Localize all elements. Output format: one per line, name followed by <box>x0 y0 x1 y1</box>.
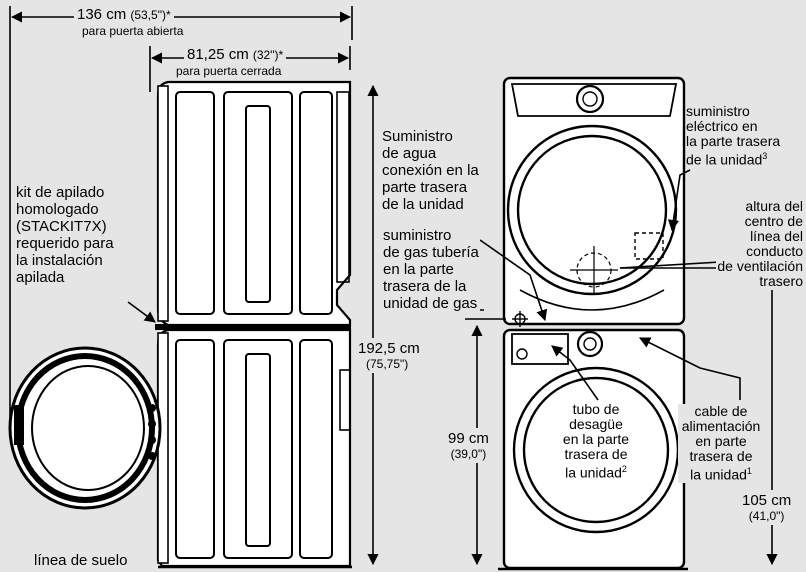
height-99-cm: 99 cm <box>448 430 489 447</box>
dryer-side-view <box>156 80 352 327</box>
total-height-label: 192,5 cm (75,75") <box>356 338 422 373</box>
water-supply-label: Suministro de agua conexión en la parte … <box>382 128 479 213</box>
drain-pointer <box>551 345 599 401</box>
closed-door-in: (32")* <box>252 48 284 62</box>
open-door-in: (53,5")* <box>130 8 171 22</box>
dryer-front-view <box>502 76 686 326</box>
stack-kit-label: kit de apilado homologado (STACKIT7X) re… <box>14 182 116 288</box>
electric-supply-label: suministro eléctrico en la parte trasera… <box>686 103 781 168</box>
height-105-cm: 105 cm <box>742 492 792 509</box>
total-height-cm: 192,5 cm <box>358 340 420 357</box>
closed-door-dimension: 81,25 cm (32")* <box>184 46 287 63</box>
gas-supply-label: suministro de gas tubería en la parte tr… <box>382 226 480 313</box>
electric-pointer <box>667 169 691 232</box>
open-door-caption: para puerta abierta <box>82 24 184 38</box>
gas-crosshair <box>465 311 528 327</box>
water-pointer <box>479 239 548 322</box>
height-105-label: 105 cm (41,0") <box>740 490 794 525</box>
closed-door-caption: para puerta cerrada <box>176 64 282 78</box>
open-door-dimension: 136 cm (53,5")* <box>74 6 174 23</box>
open-door-cm: 136 cm <box>77 6 127 23</box>
floor-line-label: línea de suelo <box>34 552 128 569</box>
dimension-open-door <box>9 6 353 420</box>
height-105-in: (41,0") <box>748 509 785 523</box>
stack-kit-bracket <box>155 324 351 330</box>
drain-hose-label: tubo de desagüe en la parte trasera de l… <box>562 401 630 481</box>
height-99-in: (39,0") <box>450 447 487 461</box>
vent-crosshair <box>570 246 618 294</box>
power-cord-label: cable de alimentación en parte trasera d… <box>678 404 764 483</box>
vent-center-label: altura del centro de línea del conducto … <box>716 198 804 290</box>
open-door-view <box>8 346 162 510</box>
washer-side-view <box>156 328 352 568</box>
stack-kit-pointer <box>127 301 156 323</box>
cord-pointer <box>638 337 741 400</box>
total-height-in: (75,75") <box>366 357 409 371</box>
closed-door-cm: 81,25 cm <box>187 46 249 63</box>
height-99-label: 99 cm (39,0") <box>446 428 491 463</box>
